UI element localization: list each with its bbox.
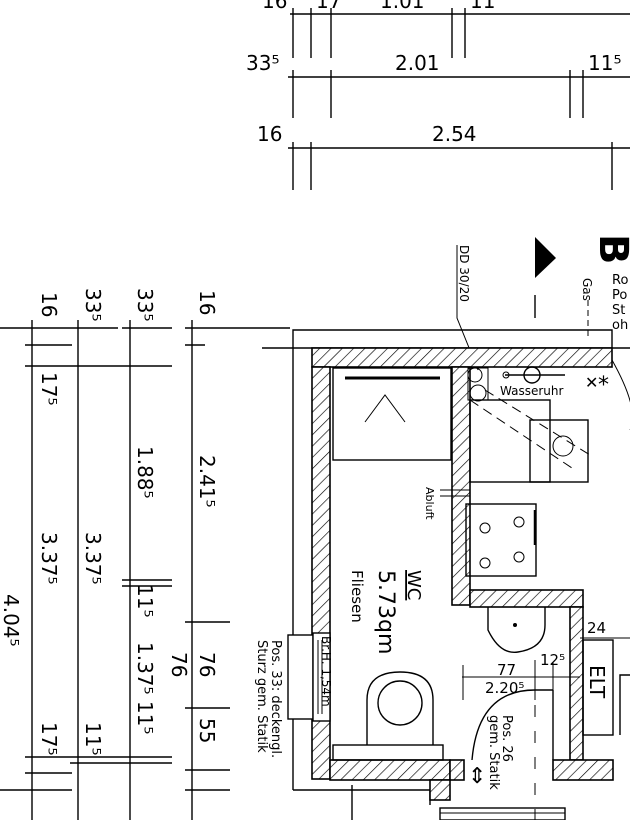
dim-left: 3.37⁵: [37, 532, 61, 585]
water-meter: Wasseruhr ✕ *: [467, 359, 630, 430]
dim-left: 16: [195, 290, 219, 315]
sink: [487, 607, 546, 654]
door: Pos. 26 gem. Statik ⇕: [468, 689, 554, 820]
note-partial: Ro Po St oh: [612, 273, 628, 333]
asterisk-icon: *: [598, 373, 609, 398]
note-line: oh: [612, 318, 628, 333]
dim-left-partial: 4.04⁵: [0, 594, 23, 647]
window-label: Br.H. 1,54m: [319, 636, 333, 707]
dim-left: 3.37⁵: [81, 532, 105, 585]
dim-left: 76: [195, 652, 219, 677]
room-area: 5.73qm: [373, 570, 398, 654]
top-dimension-chains: 16 17 1.01 11 33⁵ 2.01 11⁵ 16 2.54: [246, 0, 630, 190]
stove: [465, 503, 537, 577]
dim-left: 17⁵: [37, 722, 61, 755]
dim-left: 2.41⁵: [195, 455, 219, 508]
dd-label: DD 30/20: [457, 245, 471, 302]
door-width: 77: [497, 661, 516, 679]
note-line: St: [612, 303, 625, 318]
bottom-fragment: [351, 785, 566, 820]
abluft-label: Abluft: [423, 487, 436, 520]
pos26-line2: gem. Statik: [486, 715, 501, 790]
elt-box: ELT: [582, 639, 630, 736]
dim-left: 16: [37, 292, 61, 317]
pos26-line1: Pos. 26: [499, 715, 514, 762]
section-letter: B: [590, 234, 630, 265]
dim-left: 17⁵: [37, 372, 61, 405]
elt-width: 24: [587, 619, 606, 637]
dim-left: 33⁵: [133, 288, 157, 321]
dim-left: 11⁵: [81, 722, 105, 755]
gas-label: Gas: [580, 278, 594, 301]
dim-top-row1: 11: [470, 0, 495, 13]
dim-33-5: 33⁵: [246, 51, 279, 75]
pos33-line1: Pos. 33: deckengl.: [268, 640, 283, 758]
dim-left: 1.88⁵: [133, 446, 157, 499]
left-dimension-chains: 16 17⁵ 3.37⁵ 17⁵ 4.04⁵ 33⁵ 3.37⁵ 11⁵ 33⁵…: [0, 288, 290, 820]
room-name: WC: [403, 570, 424, 600]
double-arrow-icon: ⇕: [468, 764, 486, 789]
dim-left: 1.37⁵ 11⁵: [133, 642, 157, 734]
note-line: Po: [612, 288, 627, 303]
abluft: Abluft: [423, 487, 470, 520]
wasseruhr-label: Wasseruhr: [500, 384, 563, 398]
gas-valve-icon: ✕: [585, 373, 598, 392]
note-line: Ro: [612, 273, 628, 288]
dim-top-row1: 1.01: [380, 0, 425, 13]
elt-label: ELT: [585, 665, 609, 699]
section-marker: B Gas: [534, 234, 630, 340]
door-offset: 12⁵: [540, 651, 565, 669]
dim-top-row1: 17: [316, 0, 341, 13]
dim-left: 33⁵: [81, 288, 105, 321]
dim-left: 11⁵: [133, 584, 157, 617]
pos33-line2: Sturz gem. Statik: [254, 640, 269, 753]
dim-left: 76: [167, 652, 191, 677]
dim-top-row1: 16: [262, 0, 287, 13]
dim-2-01: 2.01: [395, 51, 440, 75]
dim-left: 55: [195, 718, 219, 743]
toilet: [332, 671, 444, 761]
door-dimensions: 77 2.20⁵ 12⁵ 24: [462, 619, 630, 700]
dim-2-54: 2.54: [432, 122, 477, 146]
door-height: 2.20⁵: [485, 679, 524, 697]
counter: [469, 389, 591, 483]
shower-tray: [332, 367, 452, 461]
dim-11-5: 11⁵: [588, 51, 621, 75]
window: Br.H. 1,54m: [287, 632, 333, 722]
room-label: WC 5.73qm Fliesen: [348, 570, 424, 654]
room-floor: Fliesen: [348, 570, 366, 623]
dim-16: 16: [257, 122, 282, 146]
